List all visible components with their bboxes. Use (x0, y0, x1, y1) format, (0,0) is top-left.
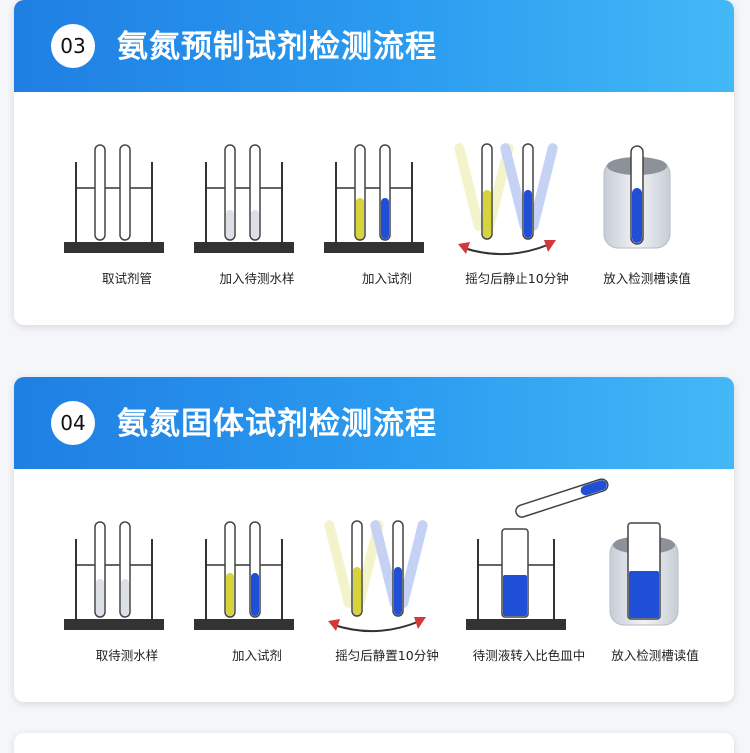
section-title: 氨氮预制试剂检测流程 (117, 29, 437, 65)
step-shake: 摇匀后静置10分钟 (322, 469, 452, 702)
section-03-header: 03 氨氮预制试剂检测流程 (14, 0, 734, 92)
shake-tubes-icon (324, 520, 428, 633)
rack-sample-tubes-icon (194, 144, 294, 253)
detection-slot-icon (603, 145, 671, 249)
section-number-badge: 03 (51, 24, 95, 68)
step-label: 加入试剂 (231, 648, 282, 663)
rack-reagent-tubes-icon (324, 144, 424, 253)
step-add-reagent: 加入试剂 (322, 92, 452, 325)
shake-tubes-icon (454, 143, 558, 256)
next-section-card (14, 733, 734, 753)
section-04-header: 04 氨氮固体试剂检测流程 (14, 377, 734, 469)
rack-empty-tubes-icon (64, 144, 164, 253)
step-label: 摇匀后静止10分钟 (465, 271, 569, 286)
step-list: 取试剂管 加入待测水样 (14, 92, 734, 325)
step-shake: 摇匀后静止10分钟 (452, 92, 582, 325)
step-read-value: 放入检测槽读值 (582, 92, 712, 325)
section-title: 氨氮固体试剂检测流程 (117, 406, 437, 442)
rack-reagent-tubes-icon (194, 521, 294, 630)
step-label: 摇匀后静置10分钟 (335, 648, 439, 663)
detection-slot-icon (609, 522, 679, 626)
step-add-sample: 加入待测水样 (192, 92, 322, 325)
step-label: 取待测水样 (95, 648, 159, 663)
step-list: 取待测水样 加入试剂 (14, 469, 734, 702)
section-04-card: 04 氨氮固体试剂检测流程 取待测水样 (14, 377, 734, 702)
step-label: 取试剂管 (101, 271, 152, 286)
step-take-sample: 取待测水样 (62, 469, 192, 702)
step-label: 加入试剂 (361, 271, 412, 286)
step-read-value: 放入检测槽读值 (590, 469, 720, 702)
step-label: 待测液转入比色皿中 (472, 648, 586, 663)
step-take-tubes: 取试剂管 (62, 92, 192, 325)
pour-into-cuvette-icon (466, 478, 609, 630)
step-pour-cuvette: 待测液转入比色皿中 (464, 469, 609, 702)
step-label: 放入检测槽读值 (603, 271, 691, 286)
rack-sample-tubes-icon (64, 521, 164, 630)
section-number-badge: 04 (51, 401, 95, 445)
step-label: 加入待测水样 (219, 271, 295, 286)
step-label: 放入检测槽读值 (611, 648, 699, 663)
section-03-card: 03 氨氮预制试剂检测流程 取试剂管 (14, 0, 734, 325)
step-add-reagent: 加入试剂 (192, 469, 322, 702)
